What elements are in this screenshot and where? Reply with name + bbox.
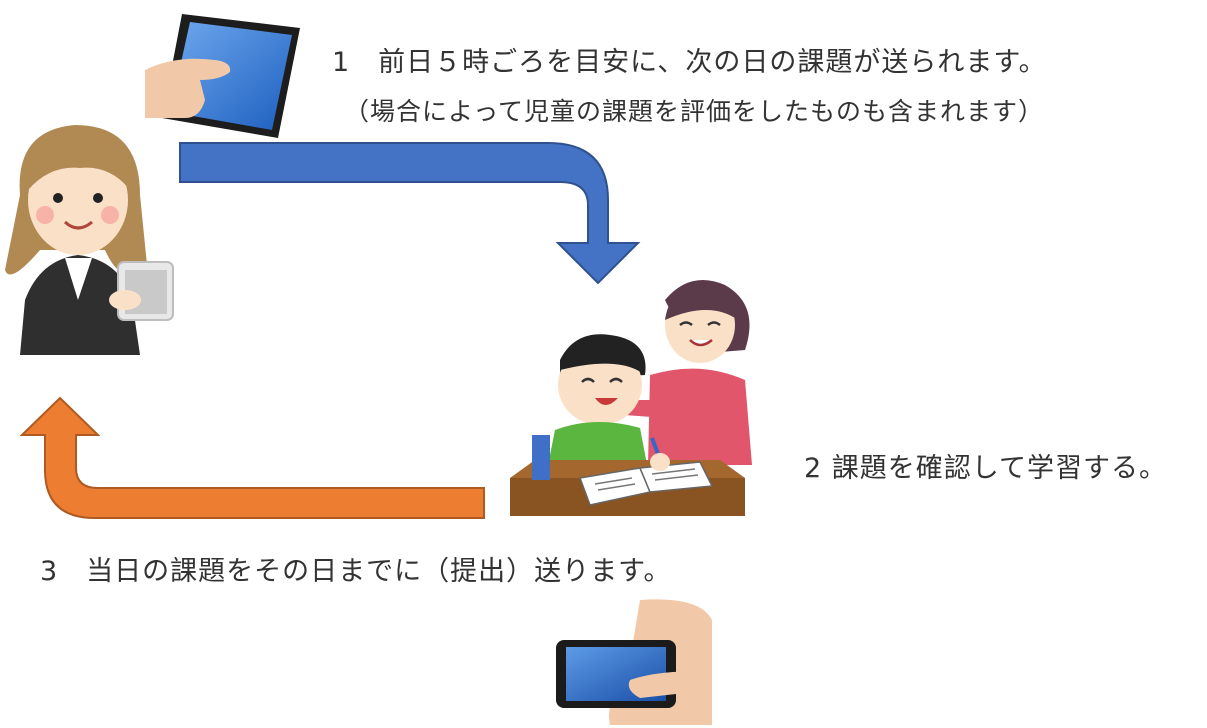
step1-text: 1 前日５時ごろを目安に、次の日の課題が送られます。: [332, 47, 1047, 78]
step3-text: 3 当日の課題をその日までに（提出）送ります。: [40, 556, 672, 587]
step2-text: 2 課題を確認して学習する。: [804, 453, 1167, 484]
step1-note: （場合によって児童の課題を評価をしたものも含まれます）: [344, 97, 1045, 126]
